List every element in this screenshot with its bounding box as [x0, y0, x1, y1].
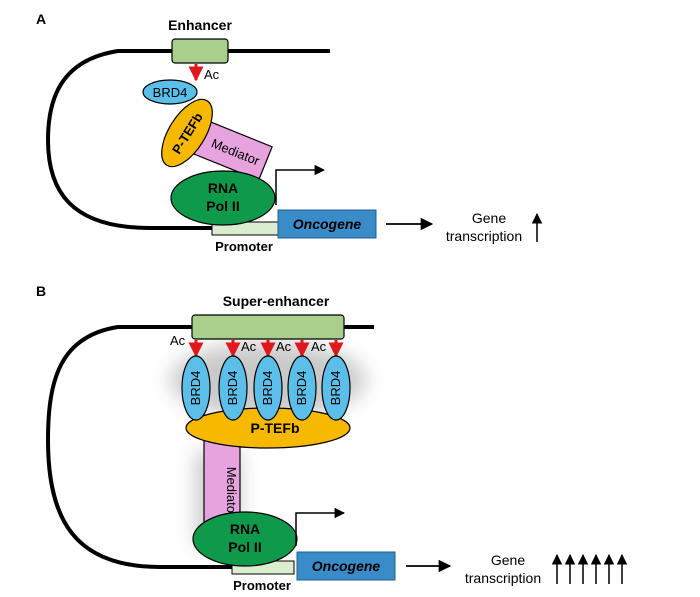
dna-loop-a: [45, 49, 330, 230]
brd4-b-1: BRD4: [181, 355, 211, 421]
ac-label-1: Ac: [170, 333, 186, 348]
ac-label-3: Ac: [276, 339, 292, 354]
gene-label-2: transcription: [446, 228, 522, 244]
ptefb-ellipse: [161, 98, 213, 168]
tss-arrow: [275, 164, 326, 205]
brd4-b-2: BRD4: [218, 355, 248, 421]
brd4-b-3-label: BRD4: [260, 371, 275, 406]
brd4-b-2-label: BRD4: [225, 371, 240, 406]
brd4-b-3: BRD4: [253, 355, 283, 421]
rna-pol-b-ellipse: [192, 511, 298, 567]
ptefb-group: P-TEFb: [161, 98, 213, 168]
mediator-b-label: Mediator: [224, 467, 239, 518]
rna-label-1: RNA: [208, 180, 238, 196]
ac-label-4: Ac: [311, 339, 327, 354]
rna-label-2: Pol II: [206, 198, 239, 214]
rna-b-label-2: Pol II: [228, 539, 261, 555]
gene-b-label-1: Gene: [491, 552, 525, 568]
brd4-b-1-ellipse: [181, 355, 211, 421]
panel-a: A Enhancer Ac BRD4 Mediator P-TEFb Promo…: [36, 11, 543, 254]
gene-label-1: Gene: [472, 210, 506, 226]
ptefb-b-label: P-TEFb: [251, 420, 300, 436]
super-enhancer-box: [191, 314, 345, 340]
gene-b-label-2: transcription: [465, 570, 541, 586]
brd4-b-4: BRD4: [287, 355, 317, 421]
oncogene-box: [277, 209, 377, 239]
brd4-b-1-label: BRD4: [188, 371, 203, 406]
enhancer-box: [171, 38, 229, 64]
panel-b: B Super-enhancer Ac Ac Ac Ac Mediator P-…: [36, 283, 628, 593]
ac-label: Ac: [204, 67, 220, 82]
oncogene-b-box: [296, 551, 396, 581]
brd4-b-5-ellipse: [321, 355, 351, 421]
ac-label-2: Ac: [241, 339, 257, 354]
brd4-b-2-ellipse: [218, 355, 248, 421]
promoter-label: Promoter: [215, 239, 273, 254]
promoter-b-label: Promoter: [233, 578, 291, 593]
super-enhancer-label: Super-enhancer: [223, 293, 330, 309]
oncogene-label: Oncogene: [293, 216, 362, 232]
oncogene-b-label: Oncogene: [312, 558, 381, 574]
mediator-group: Mediator: [191, 119, 273, 181]
panel-b-label: B: [36, 283, 46, 299]
brd4-b-4-label: BRD4: [294, 371, 309, 406]
panel-a-label: A: [36, 11, 46, 27]
brd4-b-4-ellipse: [287, 355, 317, 421]
brd4-b-3-ellipse: [253, 355, 283, 421]
tss-b-arrow: [295, 507, 346, 546]
dna-loop-b: [45, 325, 374, 569]
brd4-b-5-label: BRD4: [328, 371, 343, 406]
rna-pol-ellipse: [170, 170, 276, 226]
rna-b-label-1: RNA: [230, 521, 260, 537]
brd4-b-5: BRD4: [321, 355, 351, 421]
brd4-label: BRD4: [153, 85, 188, 100]
enhancer-label: Enhancer: [168, 17, 232, 33]
brd4-ellipse: [142, 79, 198, 105]
